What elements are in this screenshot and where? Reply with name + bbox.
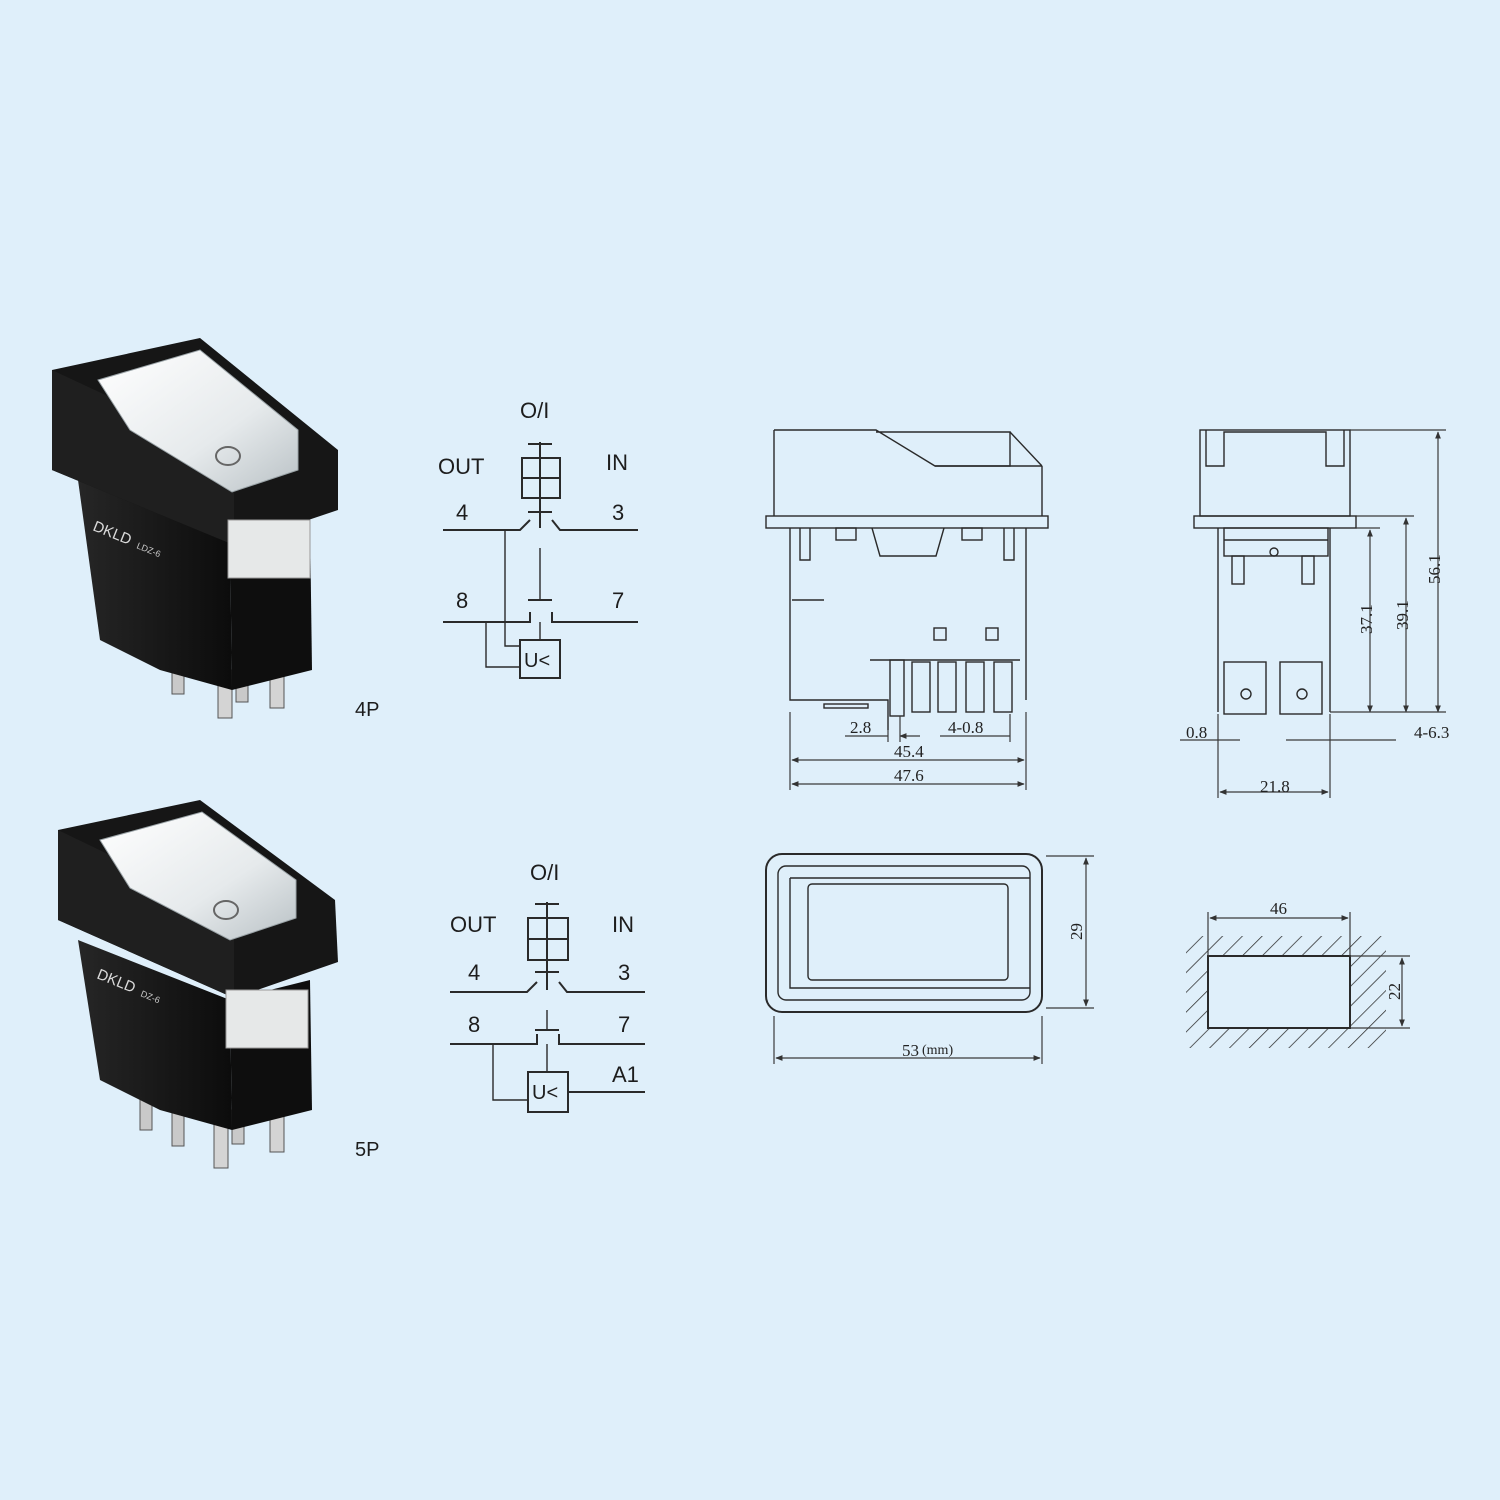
switch-photo-4p: DKLD LDZ-6 4P: [52, 338, 379, 721]
terminal-tabs: [1223, 661, 1323, 715]
in-label: IN: [606, 450, 628, 475]
top-view-drawing: 29 53 (mm): [765, 853, 1094, 1064]
dim-height-total: 56.1: [1425, 554, 1444, 584]
unit-label: (mm): [922, 1043, 953, 1058]
dim-height-a: 37.1: [1357, 604, 1376, 634]
dim-height: 29: [1067, 923, 1086, 940]
cutout-opening: [1207, 955, 1351, 1029]
variant-label-4p: 4P: [355, 699, 379, 721]
lens-window: [807, 883, 1009, 981]
dim-inner-width: 45.4: [894, 742, 924, 761]
panel-hatching: [1186, 936, 1386, 1048]
dim-slot-width: 4-0.8: [948, 718, 983, 737]
switch-rocker: [225, 989, 309, 1049]
terminal-pins: [139, 1089, 285, 1169]
dim-height: 22: [1385, 983, 1404, 1000]
dim-width: 21.8: [1260, 777, 1290, 796]
in-label: IN: [612, 912, 634, 937]
out-label: OUT: [438, 454, 484, 479]
mounting-flange: [1193, 515, 1357, 529]
terminal-7-label: 7: [618, 1012, 630, 1037]
terminal-4-label: 4: [468, 960, 480, 985]
terminal-4-label: 4: [456, 500, 468, 525]
switch-photo-5p: DKLD DZ-6 5P: [58, 800, 379, 1169]
switch-body-front: [78, 480, 232, 690]
end-view-drawing: 37.1 39.1 56.1 0.8 4-6.3 21.8: [1180, 429, 1449, 798]
switch-body-front: [78, 940, 232, 1130]
terminal-8-label: 8: [456, 588, 468, 613]
terminal-3-label: 3: [612, 500, 624, 525]
side-view-drawing: 2.8 4-0.8 45.4 47.6: [765, 429, 1049, 790]
switch-rocker: [227, 519, 311, 579]
dim-pitch: 2.8: [850, 718, 871, 737]
switch-lens: [97, 349, 299, 493]
terminal-3-label: 3: [618, 960, 630, 985]
panel-cutout-drawing: 46 22: [1186, 899, 1410, 1048]
bezel-outline: [765, 853, 1043, 1013]
wiring-schematic-4p: O/I OUT IN 4 3 8 7 U<: [438, 398, 638, 679]
wiring-schematic-5p: O/I OUT IN 4 3 8 7 U< A1: [450, 860, 645, 1113]
off-marker-icon: [215, 446, 241, 466]
coil-label: U<: [524, 650, 550, 672]
dim-thickness: 0.8: [1186, 723, 1207, 742]
mounting-flange: [765, 515, 1049, 529]
coil-label: U<: [532, 1082, 558, 1104]
switch-lens: [99, 811, 297, 941]
dim-width: 46: [1270, 899, 1287, 918]
terminal-7-label: 7: [612, 588, 624, 613]
out-label: OUT: [450, 912, 496, 937]
terminal-8-label: 8: [468, 1012, 480, 1037]
variant-label-5p: 5P: [355, 1139, 379, 1161]
dim-terminal: 4-6.3: [1414, 723, 1449, 742]
terminal-tabs: [823, 659, 1020, 717]
dim-height-b: 39.1: [1393, 600, 1412, 630]
terminal-a1-label: A1: [612, 1062, 639, 1087]
off-marker-icon: [213, 900, 239, 920]
switch-label: O/I: [530, 860, 559, 885]
switch-label: O/I: [520, 398, 549, 423]
dim-outer-width: 47.6: [894, 766, 924, 785]
dim-width: 53: [902, 1041, 919, 1060]
